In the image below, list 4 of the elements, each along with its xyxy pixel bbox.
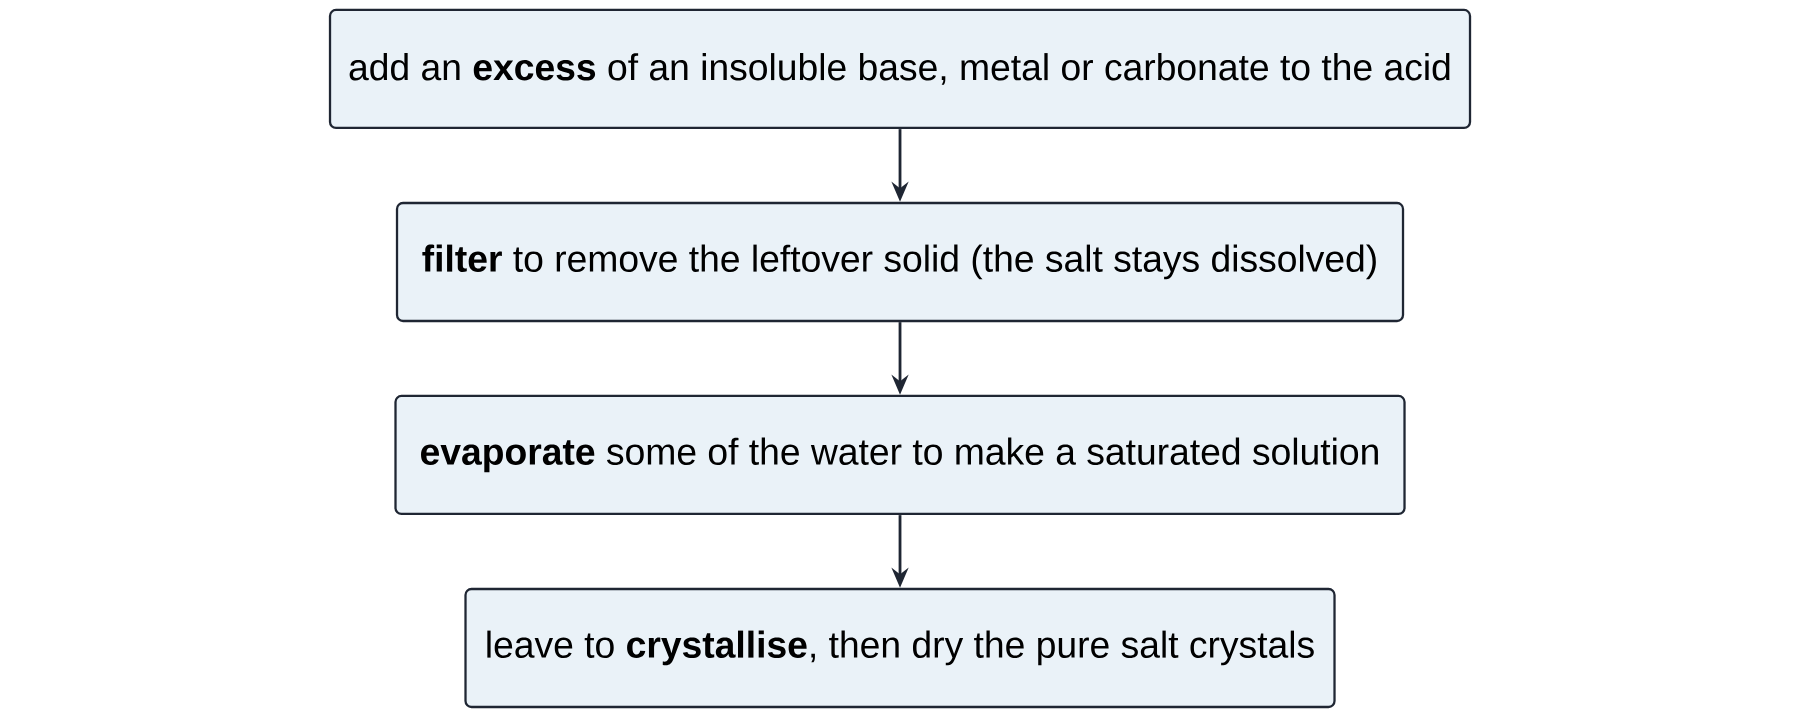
process-box: add an excess of an insoluble base, metal or carbonate to the acid bbox=[328, 8, 1472, 130]
process-box: leave to crystallise, then dry the pure salt crystals bbox=[464, 587, 1336, 709]
process-box: evaporate some of the water to make a saturated solution bbox=[394, 394, 1406, 516]
process-box: filter to remove the leftover solid (the salt stays dissolved) bbox=[395, 201, 1405, 323]
